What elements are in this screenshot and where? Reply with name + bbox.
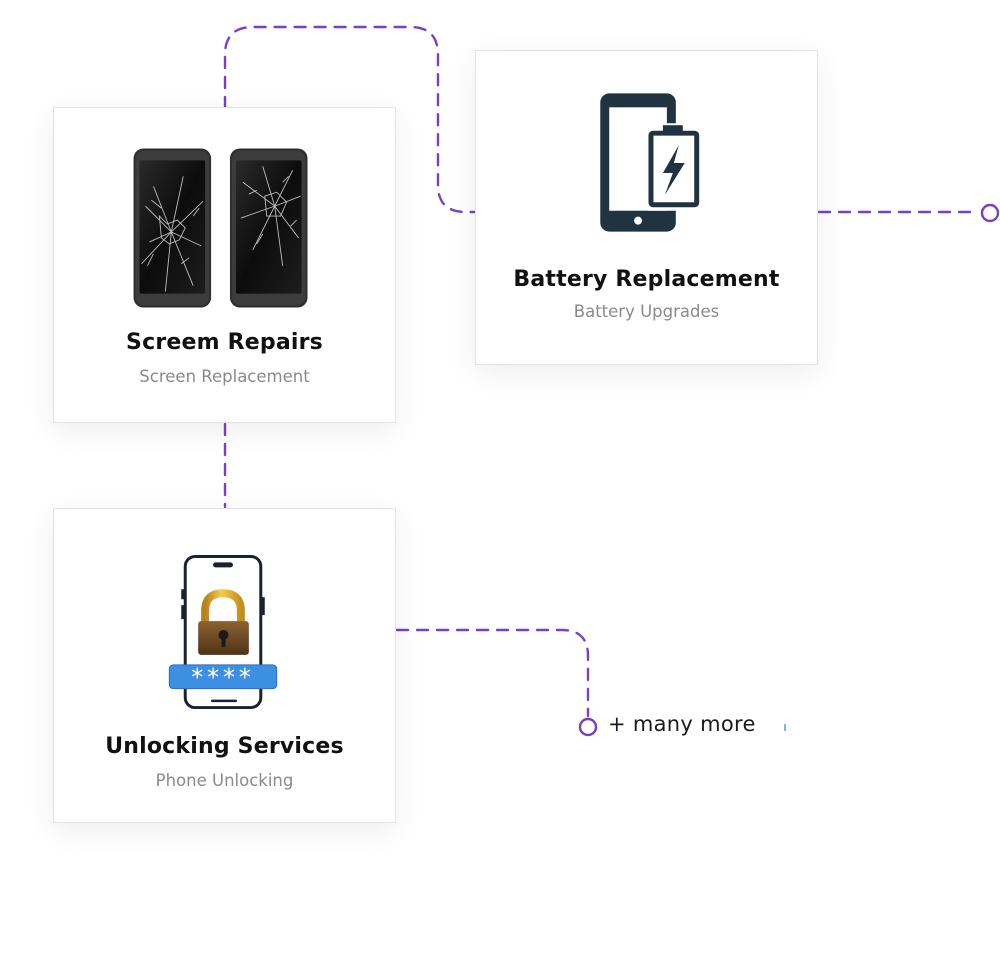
phone-battery-icon [600,93,702,232]
service-card-unlocking-services[interactable]: **** Unlocking Services Phone Unlocking [53,508,396,823]
card-subtitle: Battery Upgrades [573,302,720,321]
card-title: Unlocking Services [105,734,344,759]
connector-end-node-right [980,203,1000,223]
connector-end-node-more [578,717,598,737]
cracked-phones-icon [133,148,308,308]
service-card-screen-repairs[interactable]: Screem Repairs Screen Replacement [53,107,396,423]
phone-lock-icon: **** [168,554,278,710]
card-subtitle: Phone Unlocking [155,771,294,790]
card-subtitle: Screen Replacement [139,367,310,386]
card-title: Screem Repairs [126,330,323,355]
card-title: Battery Replacement [513,267,780,292]
pin-asterisks: **** [191,664,255,692]
service-card-battery-replacement[interactable]: Battery Replacement Battery Upgrades [475,50,818,365]
connector-unlock-to-more [395,628,590,718]
many-more-label: + many more [608,712,756,736]
